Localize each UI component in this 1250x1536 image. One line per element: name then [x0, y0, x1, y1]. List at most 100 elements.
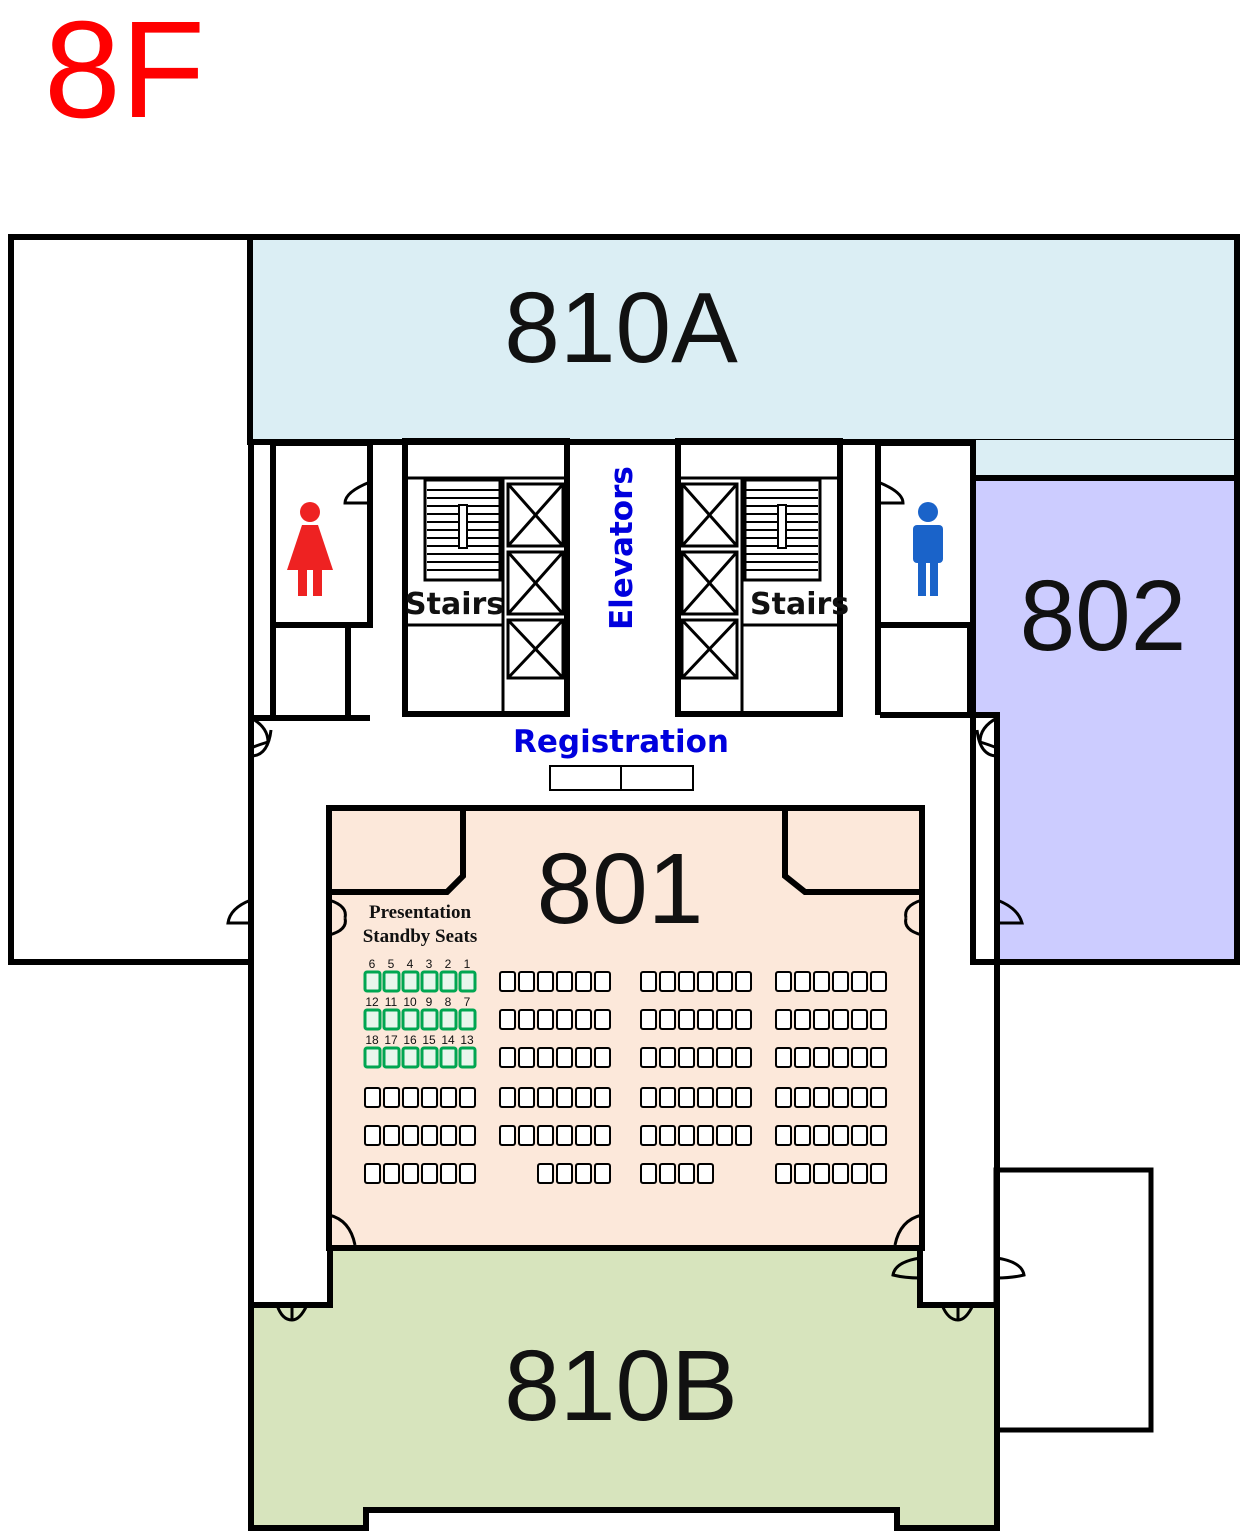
- seat[interactable]: [813, 1009, 830, 1030]
- seat[interactable]: [459, 1163, 476, 1184]
- seat[interactable]: [678, 1009, 695, 1030]
- seat[interactable]: [716, 971, 733, 992]
- seat[interactable]: [594, 1087, 611, 1108]
- seat[interactable]: [640, 971, 657, 992]
- seat[interactable]: [794, 971, 811, 992]
- standby-seat[interactable]: [382, 970, 401, 993]
- seat[interactable]: [716, 1087, 733, 1108]
- seat[interactable]: [659, 1047, 676, 1068]
- seat[interactable]: [518, 1087, 535, 1108]
- seat[interactable]: [775, 1087, 792, 1108]
- seat[interactable]: [697, 1047, 714, 1068]
- seat[interactable]: [594, 971, 611, 992]
- seat[interactable]: [735, 1047, 752, 1068]
- seat[interactable]: [832, 1163, 849, 1184]
- seat[interactable]: [640, 1087, 657, 1108]
- seat[interactable]: [697, 1125, 714, 1146]
- seat[interactable]: [697, 971, 714, 992]
- seat[interactable]: [775, 1009, 792, 1030]
- seat[interactable]: [537, 1125, 554, 1146]
- seat[interactable]: [499, 971, 516, 992]
- seat[interactable]: [794, 1009, 811, 1030]
- standby-seat[interactable]: [401, 1046, 420, 1069]
- seat[interactable]: [499, 1047, 516, 1068]
- seat[interactable]: [678, 971, 695, 992]
- standby-seat[interactable]: [439, 1008, 458, 1031]
- seat[interactable]: [575, 1125, 592, 1146]
- seat[interactable]: [813, 1125, 830, 1146]
- seat[interactable]: [421, 1125, 438, 1146]
- room-802[interactable]: [970, 475, 1240, 965]
- seat[interactable]: [364, 1087, 381, 1108]
- seat[interactable]: [735, 971, 752, 992]
- seat[interactable]: [735, 1087, 752, 1108]
- seat[interactable]: [870, 1087, 887, 1108]
- seat[interactable]: [594, 1125, 611, 1146]
- seat[interactable]: [851, 1047, 868, 1068]
- seat[interactable]: [518, 1125, 535, 1146]
- seat[interactable]: [575, 1163, 592, 1184]
- seat[interactable]: [518, 971, 535, 992]
- seat[interactable]: [794, 1087, 811, 1108]
- seat[interactable]: [851, 1163, 868, 1184]
- seat[interactable]: [716, 1047, 733, 1068]
- seat[interactable]: [640, 1047, 657, 1068]
- seat[interactable]: [575, 971, 592, 992]
- seat[interactable]: [851, 1125, 868, 1146]
- seat[interactable]: [594, 1009, 611, 1030]
- seat[interactable]: [832, 1009, 849, 1030]
- seat[interactable]: [537, 1009, 554, 1030]
- standby-seat[interactable]: [420, 1008, 439, 1031]
- standby-seat[interactable]: [363, 1008, 382, 1031]
- seat[interactable]: [421, 1163, 438, 1184]
- corridor-doors[interactable]: [226, 716, 1026, 1322]
- seat[interactable]: [697, 1087, 714, 1108]
- seat[interactable]: [575, 1009, 592, 1030]
- standby-seat[interactable]: [363, 970, 382, 993]
- standby-seat[interactable]: [439, 970, 458, 993]
- seat[interactable]: [659, 1163, 676, 1184]
- seat[interactable]: [537, 1163, 554, 1184]
- seat[interactable]: [440, 1163, 457, 1184]
- seat[interactable]: [832, 1087, 849, 1108]
- seat[interactable]: [870, 1125, 887, 1146]
- seat[interactable]: [440, 1125, 457, 1146]
- seat[interactable]: [556, 1009, 573, 1030]
- seat[interactable]: [813, 1163, 830, 1184]
- seat[interactable]: [440, 1087, 457, 1108]
- seat[interactable]: [832, 1047, 849, 1068]
- seat[interactable]: [794, 1047, 811, 1068]
- seat[interactable]: [594, 1047, 611, 1068]
- seat[interactable]: [678, 1047, 695, 1068]
- standby-seat[interactable]: [458, 1008, 477, 1031]
- seat[interactable]: [678, 1125, 695, 1146]
- room-810a[interactable]: [247, 234, 1240, 445]
- seat[interactable]: [640, 1009, 657, 1030]
- seat[interactable]: [794, 1163, 811, 1184]
- room-801-bottom-doors[interactable]: [328, 1213, 923, 1246]
- seat[interactable]: [832, 1125, 849, 1146]
- seat[interactable]: [364, 1125, 381, 1146]
- seat[interactable]: [556, 1163, 573, 1184]
- seat[interactable]: [402, 1087, 419, 1108]
- seat[interactable]: [716, 1009, 733, 1030]
- seat[interactable]: [594, 1163, 611, 1184]
- standby-seat[interactable]: [382, 1008, 401, 1031]
- seat[interactable]: [402, 1163, 419, 1184]
- seat[interactable]: [640, 1125, 657, 1146]
- seat[interactable]: [735, 1009, 752, 1030]
- standby-seat[interactable]: [363, 1046, 382, 1069]
- seat[interactable]: [870, 971, 887, 992]
- seat[interactable]: [640, 1163, 657, 1184]
- standby-seat[interactable]: [439, 1046, 458, 1069]
- seat[interactable]: [678, 1087, 695, 1108]
- standby-seat[interactable]: [420, 970, 439, 993]
- standby-seat[interactable]: [458, 1046, 477, 1069]
- seat[interactable]: [775, 971, 792, 992]
- registration-desk[interactable]: [549, 765, 694, 791]
- standby-seat[interactable]: [420, 1046, 439, 1069]
- seat[interactable]: [421, 1087, 438, 1108]
- seat[interactable]: [716, 1125, 733, 1146]
- seat[interactable]: [383, 1087, 400, 1108]
- seat[interactable]: [575, 1087, 592, 1108]
